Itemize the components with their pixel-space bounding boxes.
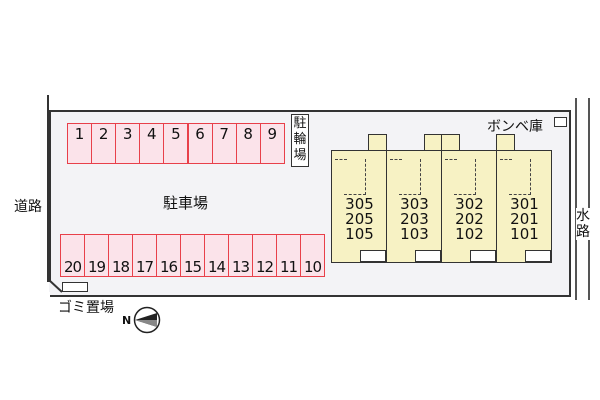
room-number: 303 [400,195,429,213]
room-number: 205 [345,210,374,228]
parking-slot: 7 [211,123,237,164]
bath-outline [454,159,476,195]
parking-slot: 14 [204,234,229,277]
water-line-1 [575,98,577,300]
gas-storage-label: ボンベ庫 [487,116,543,136]
bath-outline [500,159,512,175]
parking-slot: 8 [235,123,261,164]
parking-slot: 1 [67,123,92,164]
parking-slot: 4 [139,123,165,164]
bath-outline [344,159,366,195]
parking-slot: 6 [187,123,213,164]
parking-slot: 5 [163,123,189,164]
parking-slot: 2 [91,123,117,164]
bath-outline [445,159,457,175]
parking-slot: 11 [276,234,301,277]
parking-slot: 12 [252,234,277,277]
bath-outline [509,159,531,195]
room-number: 301 [510,195,539,213]
room-number: 105 [345,225,374,243]
gas-storage-box [554,117,567,127]
parking-slot: 13 [228,234,253,277]
parking-slot: 15 [180,234,205,277]
parking-slot: 10 [300,234,325,277]
north-label: N [122,314,132,327]
balcony-box [415,250,441,262]
compass-icon [133,306,161,334]
bath-outline [390,159,402,175]
parking-slot: 18 [108,234,133,277]
room-number: 102 [455,225,484,243]
parking-slot: 3 [115,123,141,164]
parking-slot: 16 [156,234,181,277]
balcony-box [525,250,551,262]
balcony-box [470,250,496,262]
water-line-2 [588,98,590,300]
bath-outline [399,159,421,195]
water-label: 水路 [576,208,590,240]
lot-corner [40,270,63,300]
garbage-area-box [62,282,88,292]
bicycle-parking: 駐輪場 [291,114,309,167]
parking-label: 駐車場 [163,194,209,212]
parking-slot: 20 [60,234,85,277]
garbage-area-label: ゴミ置場 [58,300,114,316]
parking-slot: 17 [132,234,157,277]
room-number: 101 [510,225,539,243]
lot-left-edge [47,110,51,282]
room-number: 201 [510,210,539,228]
room-number: 305 [345,195,374,213]
room-number: 202 [455,210,484,228]
road-label: 道路 [14,199,42,215]
room-number: 103 [400,225,429,243]
parking-slot: 19 [84,234,109,277]
bath-outline [335,159,347,175]
room-number: 302 [455,195,484,213]
balcony-box [360,250,386,262]
parking-slot: 9 [259,123,285,164]
room-number: 203 [400,210,429,228]
